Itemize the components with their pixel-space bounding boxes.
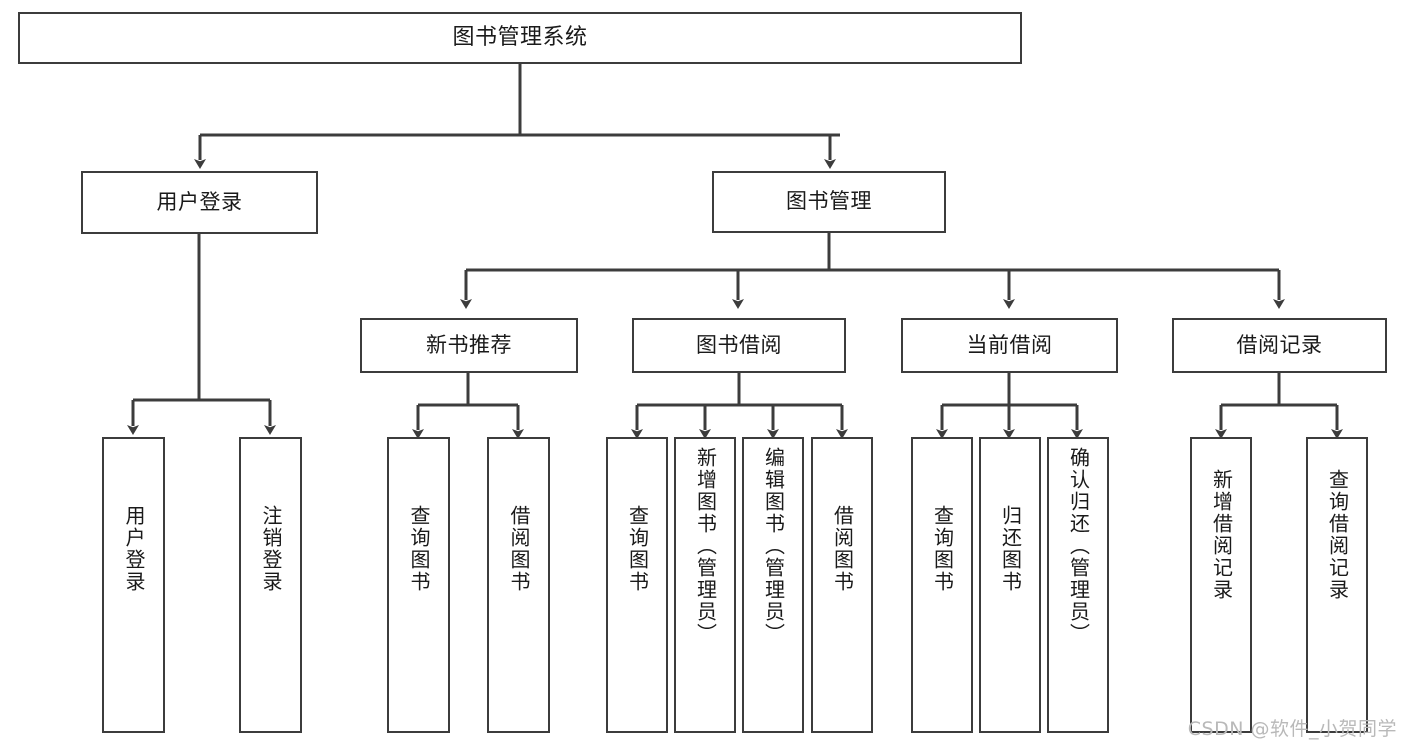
leaf-nb-query-book-label: 查询图书: [407, 505, 431, 593]
node-borrow-record[interactable]: 借阅记录: [1172, 318, 1387, 373]
node-root-system-label: 图书管理系统: [452, 25, 588, 51]
leaf-cb-query-book[interactable]: 查询图书: [911, 437, 973, 733]
leaf-cb-confirm-return[interactable]: 确认归还（管理员）: [1047, 437, 1109, 733]
leaf-nb-query-book[interactable]: 查询图书: [387, 437, 450, 733]
node-book-manage-label: 图书管理: [786, 189, 872, 214]
node-book-borrow-label: 图书借阅: [696, 332, 782, 357]
node-book-manage[interactable]: 图书管理: [712, 171, 946, 233]
csdn-watermark: CSDN @软件_小贺同学: [1187, 718, 1397, 740]
node-user-login-label: 用户登录: [156, 189, 243, 214]
leaf-bb-edit-book[interactable]: 编辑图书（管理员）: [742, 437, 804, 733]
node-new-book-label: 新书推荐: [426, 332, 512, 357]
leaf-bb-query-book[interactable]: 查询图书: [606, 437, 668, 733]
leaf-br-add-record[interactable]: 新增借阅记录: [1190, 437, 1252, 733]
node-new-book[interactable]: 新书推荐: [360, 318, 578, 373]
leaf-logout-label: 注销登录: [259, 505, 283, 593]
leaf-user-login[interactable]: 用户登录: [102, 437, 165, 733]
leaf-logout[interactable]: 注销登录: [239, 437, 302, 733]
leaf-cb-return-book-label: 归还图书: [998, 505, 1023, 593]
node-user-login[interactable]: 用户登录: [81, 171, 318, 234]
leaf-bb-borrow-book-label: 借阅图书: [830, 505, 855, 593]
leaf-cb-return-book[interactable]: 归还图书: [979, 437, 1041, 733]
node-current-borrow-label: 当前借阅: [966, 332, 1053, 357]
leaf-nb-borrow-book-label: 借阅图书: [507, 505, 531, 593]
leaf-bb-borrow-book[interactable]: 借阅图书: [811, 437, 873, 733]
leaf-nb-borrow-book[interactable]: 借阅图书: [487, 437, 550, 733]
node-book-borrow[interactable]: 图书借阅: [632, 318, 846, 373]
leaf-br-query-record[interactable]: 查询借阅记录: [1306, 437, 1368, 733]
node-borrow-record-label: 借阅记录: [1236, 332, 1323, 357]
leaf-bb-edit-book-label: 编辑图书（管理员）: [761, 447, 786, 645]
leaf-cb-confirm-return-label: 确认归还（管理员）: [1066, 447, 1091, 645]
leaf-cb-query-book-label: 查询图书: [930, 505, 955, 593]
node-root-system[interactable]: 图书管理系统: [18, 12, 1022, 64]
leaf-br-add-record-label: 新增借阅记录: [1209, 469, 1234, 601]
leaf-user-login-label: 用户登录: [122, 505, 146, 593]
leaf-br-query-record-label: 查询借阅记录: [1325, 469, 1350, 601]
leaf-bb-add-book[interactable]: 新增图书（管理员）: [674, 437, 736, 733]
leaf-bb-add-book-label: 新增图书（管理员）: [693, 447, 718, 645]
node-current-borrow[interactable]: 当前借阅: [901, 318, 1118, 373]
leaf-bb-query-book-label: 查询图书: [625, 505, 650, 593]
